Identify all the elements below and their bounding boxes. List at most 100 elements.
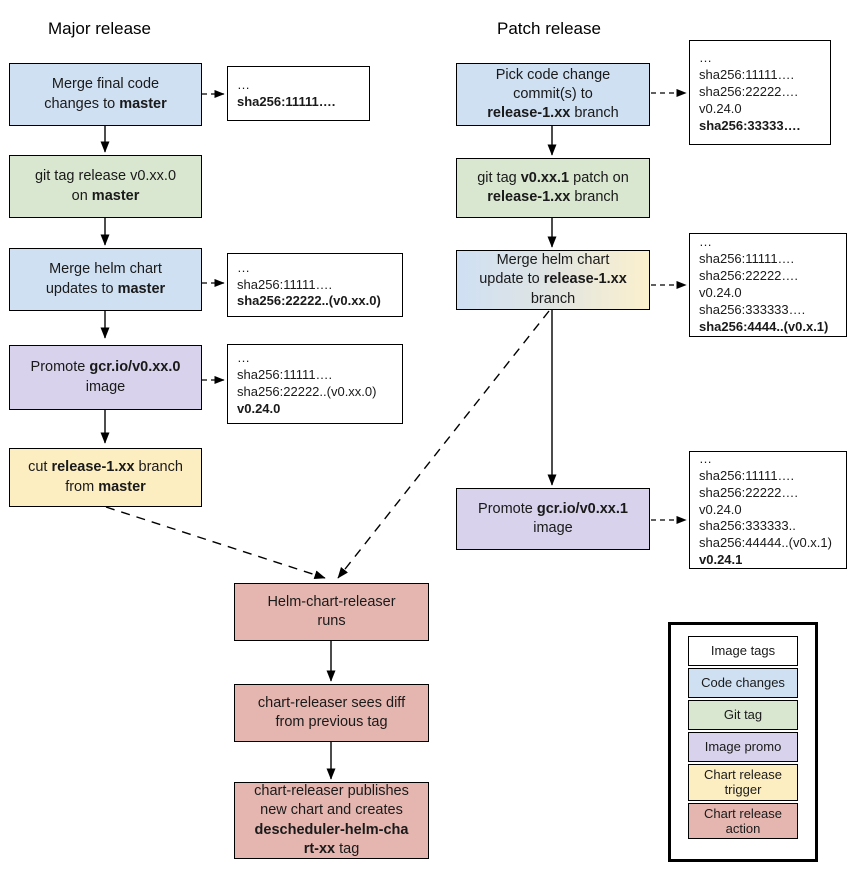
node-helm-chart-releaser-runs[interactable]: Helm-chart-releaser runs xyxy=(234,583,429,641)
node-cut-release-branch[interactable]: cut release-1.xx branch from master xyxy=(9,448,202,507)
node-label-line: image xyxy=(533,520,573,536)
legend-item-chart-release-trigger: Chart release trigger xyxy=(688,764,798,801)
tag-line: … xyxy=(237,259,251,275)
legend-item-code-changes: Code changes xyxy=(688,668,798,698)
node-label-line: image xyxy=(85,378,126,395)
node-label-line: release-1.xx branch xyxy=(487,105,619,122)
node-label-line: chart-releaser sees diff xyxy=(257,694,406,711)
node-chart-releaser-publishes[interactable]: chart-releaser publishes new chart and cr… xyxy=(234,782,429,859)
node-chart-releaser-sees-diff[interactable]: chart-releaser sees diff from previous ta… xyxy=(234,684,429,742)
tag-line: sha256:22222…. xyxy=(699,484,799,500)
node-label-line: Helm-chart-releaser xyxy=(267,593,396,610)
node-label: chart-releaser sees diff from previous ta… xyxy=(258,694,405,732)
legend-item-label: Image promo xyxy=(704,739,782,755)
node-label-line: on master xyxy=(71,187,140,204)
tag-lines: …sha256:11111….sha256:22222..(v0.xx.0) xyxy=(237,260,393,311)
tag-line: sha256:22222..(v0.xx.0) xyxy=(237,384,377,399)
node-promote-image-v0xx0[interactable]: Promote gcr.io/v0.xx.0 image xyxy=(9,345,202,410)
tag-line: sha256:11111…. xyxy=(699,251,795,267)
node-label-line: Merge helm chart xyxy=(49,261,162,278)
node-merge-helm-chart-updates[interactable]: Merge helm chart updates to master xyxy=(9,248,202,311)
tag-line: sha256:333333.. xyxy=(699,518,796,534)
legend-item-label: Code changes xyxy=(701,675,785,691)
node-label-line: new chart and creates xyxy=(260,802,403,819)
node-label-line: descheduler-helm-cha xyxy=(254,821,409,838)
legend-item-label: Chart release action xyxy=(703,805,783,836)
tagbox-after-promote-image: …sha256:11111….sha256:22222..(v0.xx.0)v0… xyxy=(227,344,403,424)
tag-line: sha256:22222..(v0.xx.0) xyxy=(237,293,381,309)
tag-line: v0.24.1 xyxy=(699,552,743,568)
node-label-line: commit(s) to xyxy=(513,85,593,102)
legend-item-image-tags: Image tags xyxy=(688,636,798,666)
node-label-line: Merge helm chart xyxy=(496,252,610,269)
legend-item-git-tag: Git tag xyxy=(688,700,798,730)
tag-line: … xyxy=(237,76,251,92)
legend-item-chart-release-action: Chart release action xyxy=(688,802,798,840)
node-label-line: chart-releaser publishes xyxy=(254,783,409,800)
node-label: git tag v0.xx.1 patch on release-1.xx bra… xyxy=(477,169,629,207)
tag-lines: …sha256:11111…. xyxy=(237,77,360,111)
node-label-line: cut release-1.xx branch xyxy=(28,459,183,476)
node-label-line: runs xyxy=(317,613,346,629)
tag-line: sha256:333333…. xyxy=(699,301,806,317)
node-label: cut release-1.xx branch from master xyxy=(28,458,183,496)
node-label-line: release-1.xx branch xyxy=(487,189,619,205)
tag-line: sha256:11111…. xyxy=(699,467,795,483)
node-label: Promote gcr.io/v0.xx.1 image xyxy=(478,500,628,538)
node-label-line: Pick code change xyxy=(495,66,611,83)
legend-item-label: Chart release trigger xyxy=(703,767,783,798)
node-git-tag-patch[interactable]: git tag v0.xx.1 patch on release-1.xx bra… xyxy=(456,158,650,218)
tagbox-after-merge-final-code: …sha256:11111…. xyxy=(227,66,370,121)
node-label-line: Promote gcr.io/v0.xx.1 xyxy=(478,500,628,517)
node-label-line: branch xyxy=(530,290,576,307)
node-label-line: Merge final code xyxy=(51,76,160,93)
tag-line: sha256:22222…. xyxy=(699,268,799,284)
node-label: Pick code change commit(s) to release-1.xx… xyxy=(487,66,618,123)
major-release-title: Major release xyxy=(48,19,151,38)
legend-item-image-promo: Image promo xyxy=(688,732,798,762)
tag-line: sha256:33333…. xyxy=(699,117,801,133)
tag-line: v0.24.0 xyxy=(699,100,742,116)
node-pick-code-change-commits[interactable]: Pick code change commit(s) to release-1.xx… xyxy=(456,63,650,126)
tag-line: … xyxy=(699,50,713,66)
tag-line: sha256:44444..(v0.x.1) xyxy=(699,535,832,551)
node-label-line: git tag v0.xx.1 patch on xyxy=(477,169,629,186)
tag-line: … xyxy=(699,234,713,250)
tag-line: v0.24.0 xyxy=(699,501,742,517)
tag-line: … xyxy=(699,450,713,466)
tag-line: sha256:22222…. xyxy=(699,84,799,100)
node-label: chart-releaser publishes new chart and cr… xyxy=(254,782,409,859)
tag-line: sha256:11111…. xyxy=(237,93,336,109)
node-label-line: from previous tag xyxy=(275,714,388,730)
tag-line: sha256:11111…. xyxy=(237,367,333,383)
node-label-line: rt-xx tag xyxy=(303,840,360,857)
legend-item-label: Image tags xyxy=(710,643,776,659)
tag-line: v0.24.0 xyxy=(237,400,281,416)
node-label-line: from master xyxy=(65,478,146,495)
node-label: Promote gcr.io/v0.xx.0 image xyxy=(31,358,181,396)
tag-line: … xyxy=(237,350,251,366)
node-label-line: updates to master xyxy=(45,280,166,297)
tag-line: sha256:11111…. xyxy=(699,67,795,83)
tag-line: sha256:4444..(v0.x.1) xyxy=(699,318,829,334)
node-label-line: Promote gcr.io/v0.xx.0 xyxy=(30,359,181,376)
tag-line: sha256:11111…. xyxy=(237,276,333,292)
node-label: Merge helm chart updates to master xyxy=(46,260,165,298)
node-promote-image-v0xx1[interactable]: Promote gcr.io/v0.xx.1 image xyxy=(456,488,650,550)
node-label: Helm-chart-releaser runs xyxy=(267,593,395,631)
